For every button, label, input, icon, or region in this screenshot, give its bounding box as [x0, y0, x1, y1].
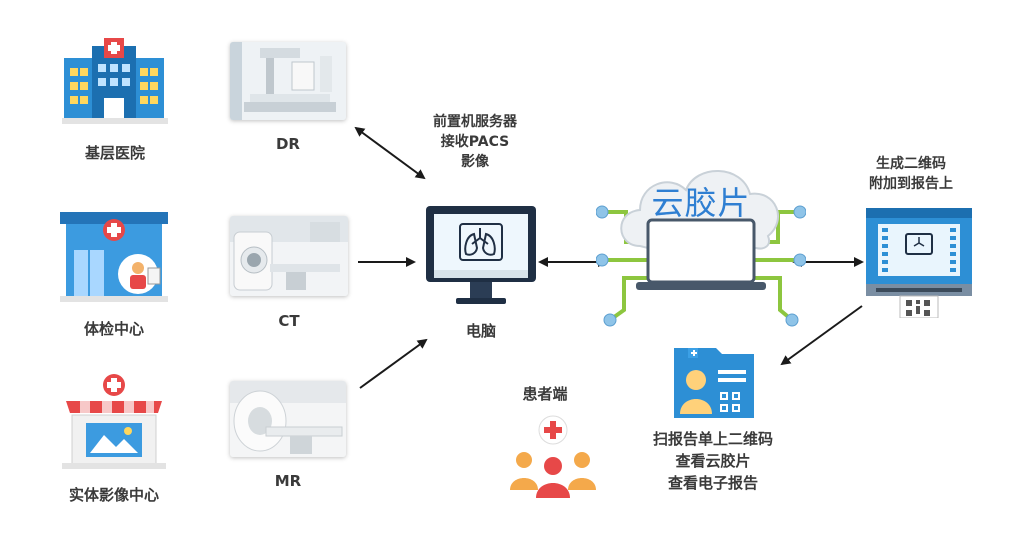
qr-report-machine-icon [864, 206, 974, 318]
mr-machine-image [230, 381, 346, 457]
cloud-film-label: 云胶片 [651, 184, 751, 222]
patient-label: 患者端 [522, 385, 568, 403]
dr-label: DR [275, 135, 300, 153]
report-caption-line-3: 查看电子报告 [667, 474, 758, 492]
server-caption: 前置机服务器 接收PACS 影像 [400, 112, 550, 172]
server-caption-line-2: 接收PACS [440, 134, 510, 150]
checkup-center-icon [60, 210, 168, 302]
computer-label: 电脑 [465, 322, 496, 340]
imaging-center-icon [62, 373, 166, 469]
cloud-film-icon [596, 150, 806, 330]
hospital-label: 基层医院 [84, 144, 145, 162]
qr-caption-line-2: 附加到报告上 [869, 176, 953, 192]
electronic-report-icon [668, 344, 758, 420]
report-caption: 扫报告单上二维码 查看云胶片 查看电子报告 [628, 428, 798, 494]
computer-icon [424, 204, 538, 308]
ct-label: CT [278, 312, 300, 330]
report-caption-line-2: 查看云胶片 [675, 452, 751, 470]
checkup-center-label: 体检中心 [83, 320, 144, 338]
qr-caption: 生成二维码 附加到报告上 [846, 154, 976, 194]
hospital-icon [62, 38, 168, 124]
dr-machine-image [230, 42, 346, 120]
mr-label: MR [274, 472, 302, 490]
qr-caption-line-1: 生成二维码 [876, 156, 946, 172]
server-caption-line-1: 前置机服务器 [433, 114, 517, 130]
imaging-center-label: 实体影像中心 [68, 486, 159, 504]
server-caption-line-3: 影像 [461, 154, 489, 170]
ct-machine-image [230, 216, 348, 296]
patient-group-icon [506, 410, 600, 498]
report-caption-line-1: 扫报告单上二维码 [652, 430, 773, 448]
